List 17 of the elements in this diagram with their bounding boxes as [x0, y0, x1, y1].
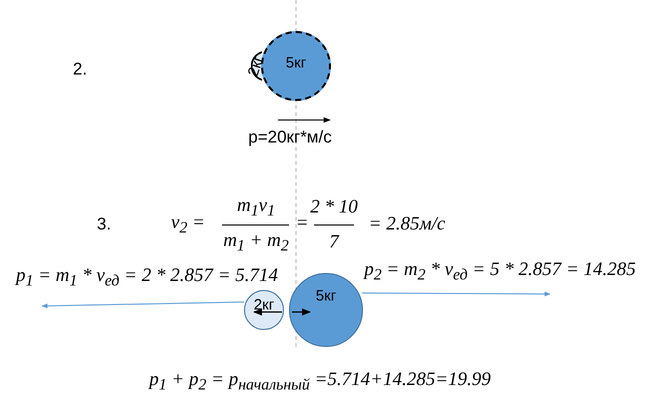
fraction-denominator: 7	[329, 232, 339, 254]
fraction-numerator: m$_{1}$v$_{1}$	[237, 196, 275, 220]
fraction-numerator: 2 * 10	[310, 198, 358, 218]
fraction-denominator: m$_{1}$ + m$_{2}$	[223, 230, 289, 256]
mass-label: 5кг	[286, 56, 306, 70]
mass-label: 5кг	[316, 288, 336, 304]
formula: =	[296, 214, 308, 234]
mass-label: 2кг	[254, 298, 274, 312]
step-number: 2.	[72, 60, 88, 80]
formula: = 2.85м/с	[368, 214, 446, 236]
formula: p$_{2}$ = m$_{2}$ * v$_{ед}$ = 5 * 2.857 = 14.285	[364, 260, 636, 284]
formula: v$_{2}$ =	[171, 212, 205, 238]
formula: p$_{1}$ = m$_{1}$ * v$_{ед}$ = 2 * 2.857 = 5.714	[16, 266, 278, 290]
formula: p$_{1}$ + p$_{2}$ = p$_{начальный}$ =5.714+14.285=19.99	[149, 370, 491, 394]
step-number: 3.	[96, 216, 112, 234]
momentum-label: p=20кг*м/с	[248, 128, 332, 148]
ball-circle	[244, 290, 284, 330]
